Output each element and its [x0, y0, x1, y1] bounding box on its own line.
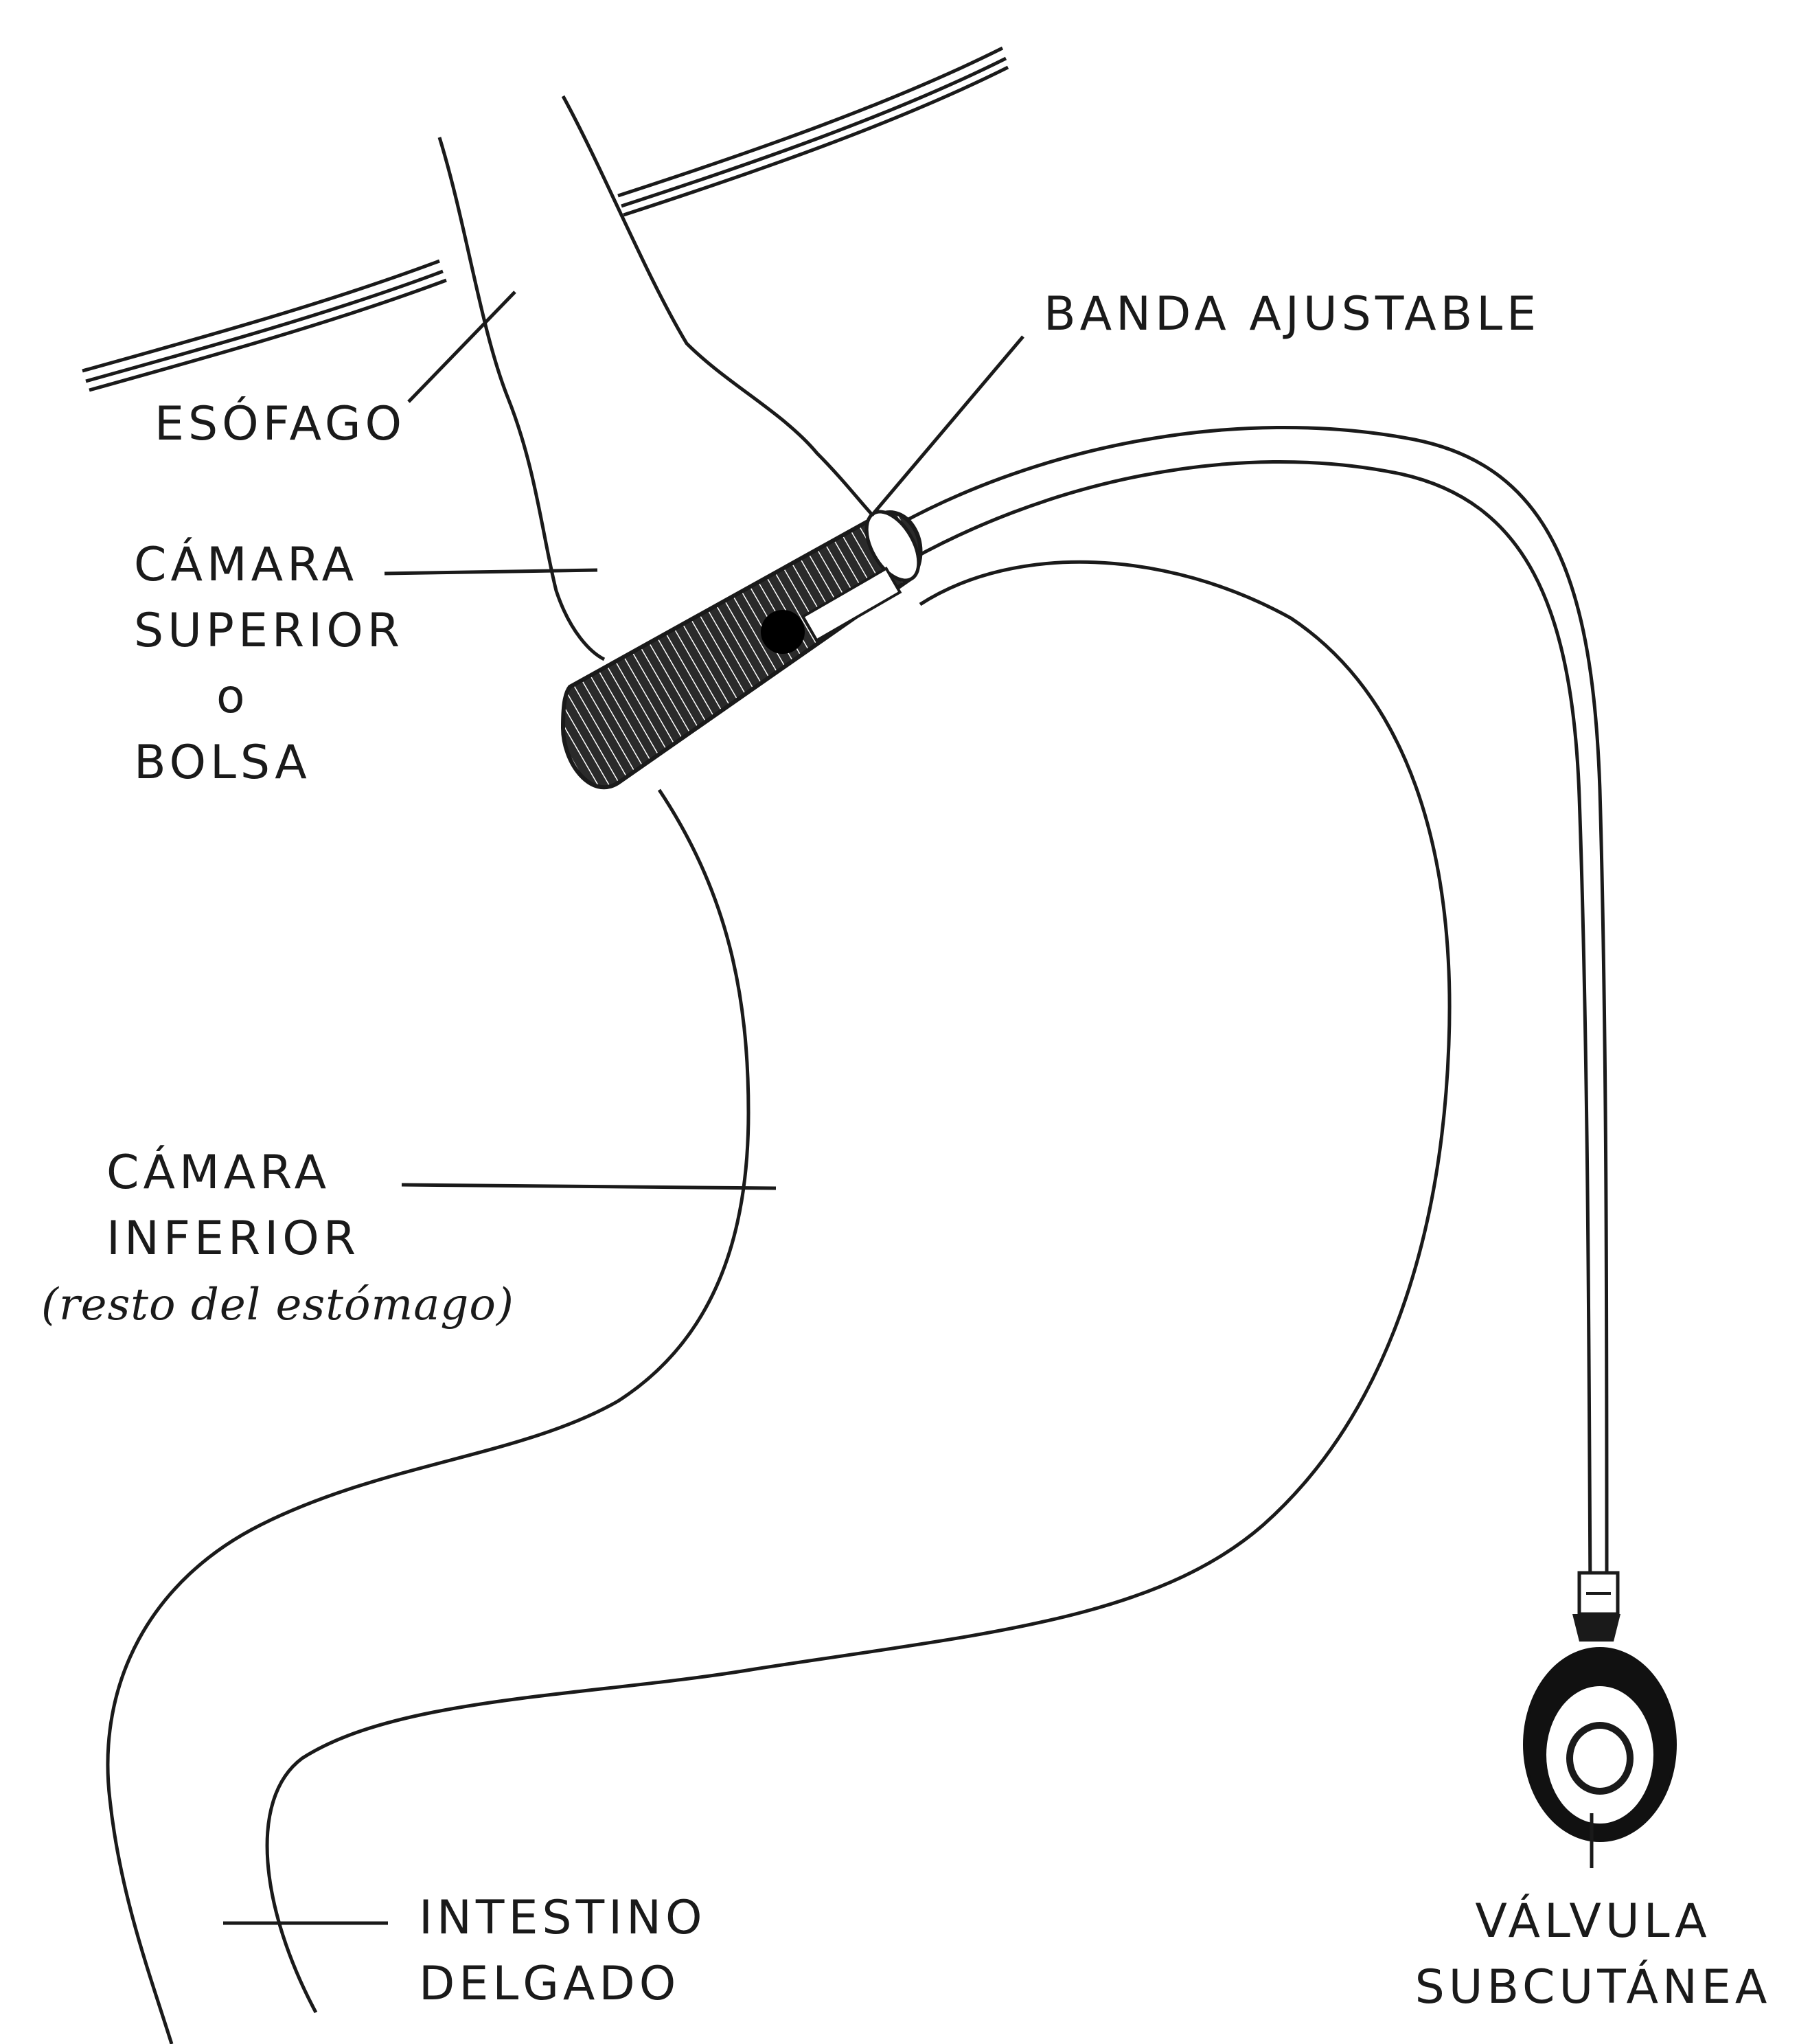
label-intestino-delgado: INTESTINO DELGADO [419, 1885, 707, 2017]
camara-superior-line2: SUPERIOR [134, 598, 381, 664]
leader-camara-superior [385, 570, 597, 574]
banda-text: BANDA AJUSTABLE [1044, 282, 1540, 348]
label-valvula-subcutanea: VÁLVULA SUBCUTÁNEA [1401, 1889, 1785, 2021]
diaphragm-right [618, 48, 1008, 215]
camara-inferior-line2: INFERIOR [41, 1206, 514, 1272]
adjustable-band [563, 503, 929, 787]
diaphragm-left [82, 261, 446, 390]
camara-inferior-line1: CÁMARA [41, 1140, 514, 1206]
label-banda-ajustable: BANDA AJUSTABLE [1044, 282, 1540, 348]
subcutaneous-valve [1524, 1573, 1675, 1868]
valvula-line2: SUBCUTÁNEA [1401, 1955, 1785, 2021]
label-esofago: ESÓFAGO [154, 391, 406, 457]
valvula-line1: VÁLVULA [1401, 1889, 1785, 1955]
camara-superior-line1: CÁMARA [134, 532, 381, 598]
leader-esofago [409, 292, 515, 402]
leader-banda [872, 337, 1023, 515]
esofago-text: ESÓFAGO [154, 391, 406, 457]
intestino-line2: DELGADO [419, 1951, 707, 2017]
camara-superior-line3: o [134, 664, 381, 730]
label-camara-inferior: CÁMARA INFERIOR (resto del estómago) [41, 1140, 514, 1338]
label-camara-superior: CÁMARA SUPERIOR o BOLSA [134, 532, 381, 796]
camara-inferior-line3: (resto del estómago) [41, 1272, 514, 1338]
connector-tube [879, 427, 1607, 1600]
camara-superior-line4: BOLSA [134, 730, 381, 796]
intestino-line1: INTESTINO [419, 1885, 707, 1951]
